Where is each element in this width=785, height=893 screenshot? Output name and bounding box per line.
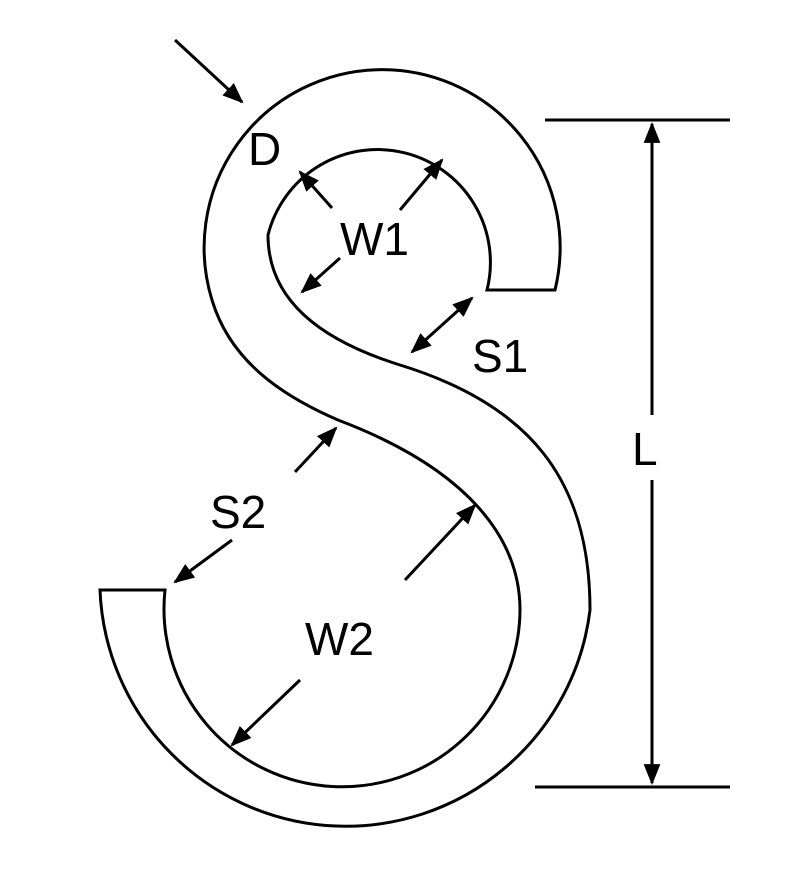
label-s1: S1 [472,330,528,382]
w2-arrow-lower [230,678,302,747]
w1-arrow-upper-right [398,158,444,211]
s-hook-outline [98,68,592,828]
w1-arrow-lower [300,256,342,294]
label-s2: S2 [210,486,266,538]
w1-arrow-upper-left [298,170,334,209]
w2-arrow-upper [403,503,477,582]
label-l: L [632,423,658,475]
label-w1: W1 [340,213,409,265]
s2-arrow-upper [293,426,338,474]
s1-arrow [410,296,474,354]
s2-arrow-lower [173,538,233,584]
label-w2: W2 [305,613,374,665]
d-arrow [173,38,244,104]
label-d: D [248,123,281,175]
